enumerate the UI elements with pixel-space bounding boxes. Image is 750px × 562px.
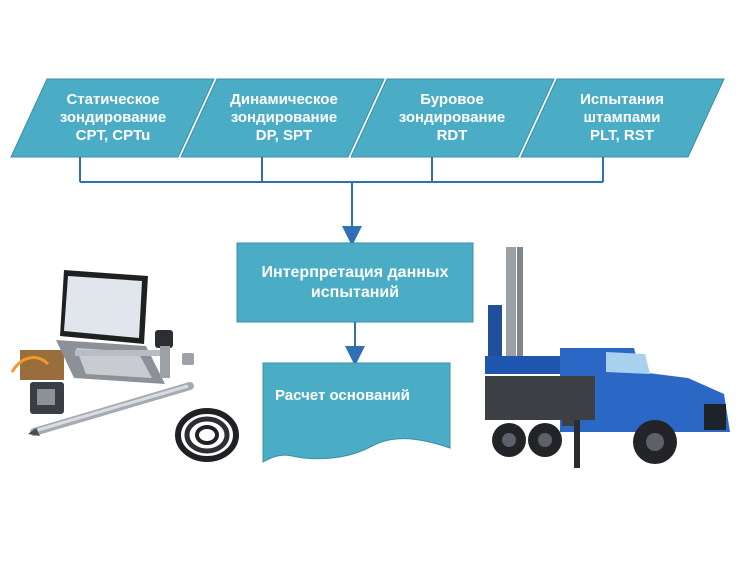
drill-truck-image: [485, 247, 730, 468]
method-box-plt: [520, 78, 725, 158]
laptop-kit-image: [10, 270, 239, 462]
method-box-cpt: [10, 78, 215, 158]
result-document: [262, 362, 451, 463]
method-label-cpt: Статическое зондирование CPT, CPTu: [59, 91, 167, 144]
method-label-rdt: Буровое зондирование RDT: [398, 91, 506, 144]
interpretation-box: [236, 242, 474, 323]
interpretation-label: Интерпретация данных испытаний: [261, 264, 449, 301]
method-box-rdt: [350, 78, 555, 158]
method-box-dp: [180, 78, 385, 158]
method-label-dp: Динамическое зондирование DP, SPT: [230, 91, 338, 144]
result-label: Расчет оснований: [275, 387, 410, 404]
connector-bracket: [79, 157, 604, 183]
method-label-plt: Испытания штампами PLT, RST: [580, 91, 664, 144]
